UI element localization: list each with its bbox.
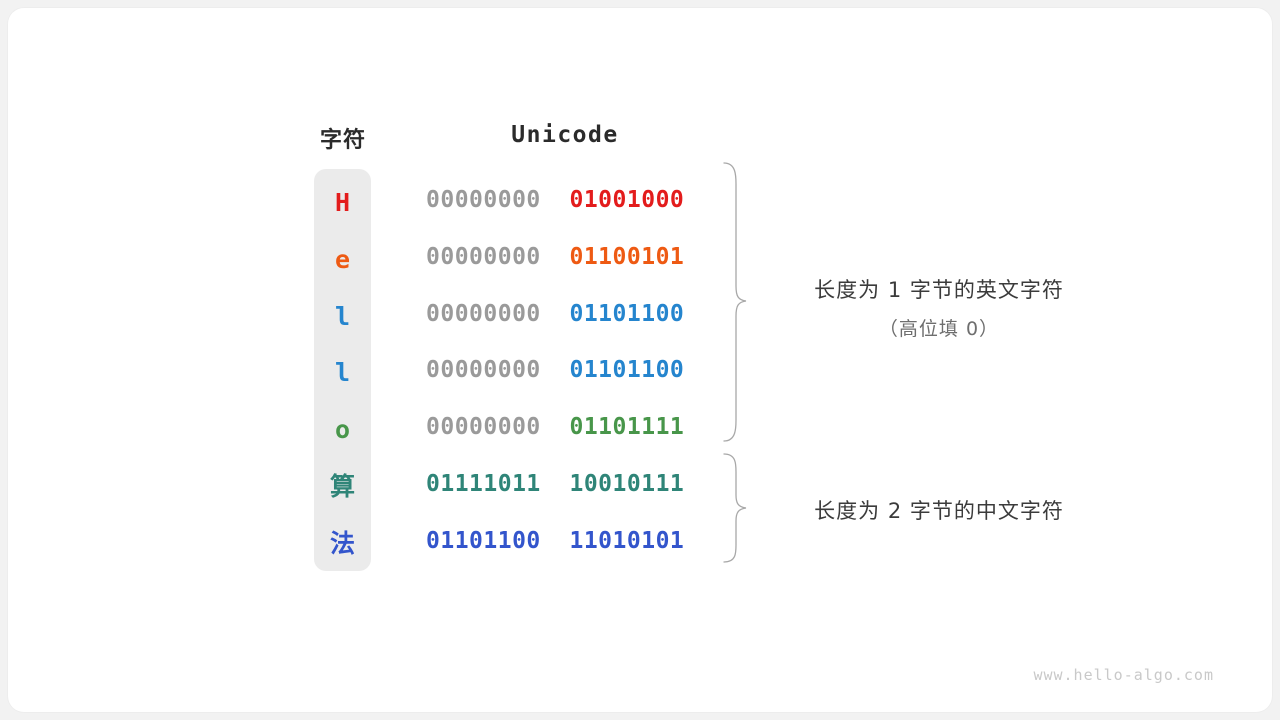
byte-separator: [541, 301, 570, 327]
byte-separator: [541, 528, 570, 554]
annotation-single-byte: 长度为 1 字节的英文字符 （高位填 0）: [774, 274, 1104, 341]
binary-high-byte: 00000000: [426, 357, 541, 384]
binary-low-byte: 11010101: [569, 527, 685, 554]
byte-separator: [541, 187, 570, 213]
binary-high-byte: 01101100: [426, 527, 541, 554]
binary-high-byte: 01111011: [426, 471, 541, 497]
character-cell: 法: [329, 528, 355, 558]
binary-row: 00000000 01100101: [426, 240, 716, 274]
character-cell: H: [334, 188, 351, 217]
annotation-single-byte-main: 长度为 1 字节的英文字符: [814, 278, 1064, 302]
column-header-character: 字符: [319, 128, 366, 153]
byte-separator: [541, 471, 570, 497]
watermark: www.hello-algo.com: [1033, 666, 1214, 684]
annotation-single-byte-sub: （高位填 0）: [878, 318, 1000, 340]
character-cell: 算: [329, 472, 355, 501]
binary-low-byte: 01101100: [569, 357, 685, 384]
binary-row: 01101100 11010101: [426, 524, 716, 558]
binary-row: 00000000 01101100: [426, 353, 716, 387]
binary-low-byte: 10010111: [569, 471, 685, 497]
annotation-double-byte: 长度为 2 字节的中文字符: [774, 495, 1104, 525]
binary-row: 00000000 01101111: [426, 410, 716, 444]
character-cell: l: [334, 301, 351, 331]
binary-high-byte: 00000000: [426, 414, 541, 441]
binary-high-byte: 00000000: [426, 300, 541, 327]
column-header-unicode: Unicode: [511, 122, 619, 148]
brace-double-byte: [723, 453, 747, 563]
character-cell: o: [334, 415, 351, 445]
binary-low-byte: 01101111: [569, 414, 685, 441]
binary-row: 01111011 10010111: [426, 467, 716, 501]
brace-single-byte: [723, 162, 747, 442]
binary-high-byte: 00000000: [426, 187, 541, 213]
binary-low-byte: 01001000: [569, 187, 685, 213]
character-cell: l: [334, 358, 351, 388]
byte-separator: [541, 414, 570, 440]
binary-high-byte: 00000000: [426, 243, 541, 270]
byte-separator: [541, 357, 570, 383]
annotation-double-byte-main: 长度为 2 字节的中文字符: [814, 499, 1064, 523]
binary-low-byte: 01100101: [569, 243, 685, 270]
binary-row: 00000000 01001000: [426, 183, 716, 217]
binary-row: 00000000 01101100: [426, 297, 716, 331]
character-cell: e: [334, 244, 351, 274]
byte-separator: [541, 244, 570, 270]
binary-low-byte: 01101100: [569, 300, 685, 327]
